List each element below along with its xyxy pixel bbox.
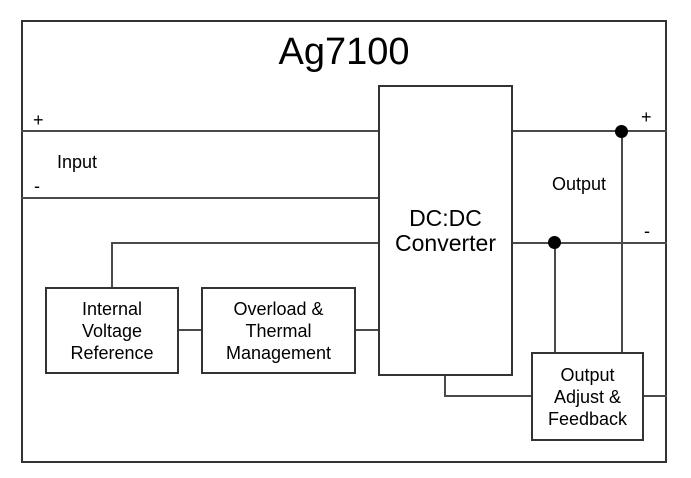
wire-minus-sense-drop [554,243,556,354]
block-dcdc-converter: DC:DC Converter [378,85,513,376]
output-label: Output [552,174,607,194]
wire-input-plus-rail [21,130,380,132]
input-minus-label: - [34,176,40,196]
block-output-adjust-feedback: Output Adjust & Feedback [531,352,644,441]
input-label: Input [57,152,98,172]
wire-feedback-to-edge [642,395,667,397]
block-overload-thermal-management: Overload & Thermal Management [201,287,356,374]
junction-dot-output-plus [615,125,628,138]
wire-input-minus-rail [21,197,380,199]
wire-reference-to-converter [111,242,380,244]
wire-output-minus-rail [511,242,667,244]
output-plus-label: + [641,107,652,127]
wire-output-plus-rail [511,130,667,132]
wire-ivr-to-otm [177,329,203,331]
wire-reference-vertical [111,242,113,289]
input-plus-label: + [33,110,44,130]
junction-dot-output-minus [548,236,561,249]
wire-plus-sense-drop [621,131,623,354]
wire-otm-to-converter [354,329,380,331]
module-outline [21,20,667,463]
diagram-title: Ag7100 [278,31,410,73]
output-minus-label: - [644,221,650,241]
wire-converter-to-feedback [444,395,533,397]
block-internal-voltage-reference: Internal Voltage Reference [45,287,179,374]
wire-converter-down [444,374,446,397]
